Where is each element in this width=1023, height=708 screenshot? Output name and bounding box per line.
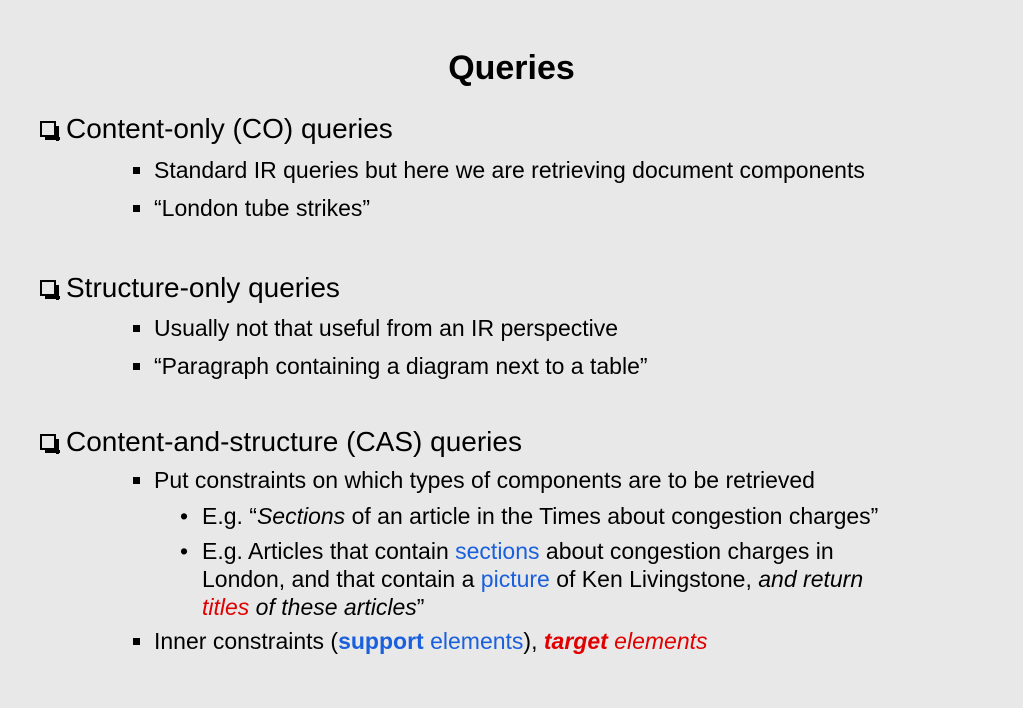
heading-structure-only: Structure-only queries	[40, 271, 340, 305]
square-bullet-icon	[133, 363, 140, 370]
square-bullet-icon	[133, 477, 140, 484]
heading-cas: Content-and-structure (CAS) queries	[40, 425, 522, 459]
sub-bullet-sections-example: •E.g. “Sections of an article in the Tim…	[180, 503, 879, 529]
slide-title: Queries	[448, 49, 575, 87]
bullet-usually-not: Usually not that useful from an IR persp…	[133, 314, 618, 342]
dot-bullet-icon: •	[180, 538, 189, 564]
square-bullet-icon	[133, 205, 140, 212]
heading-content-only: Content-only (CO) queries	[40, 112, 393, 146]
checkbox-bullet-icon	[40, 280, 60, 300]
bullet-paragraph: “Paragraph containing a diagram next to …	[133, 352, 648, 380]
square-bullet-icon	[133, 325, 140, 332]
sub-bullet-articles-line3: titles of these articles”	[202, 594, 425, 620]
sub-bullet-articles-line2: London, and that contain a picture of Ke…	[202, 566, 864, 592]
square-bullet-icon	[133, 638, 140, 645]
bullet-standard-ir: Standard IR queries but here we are retr…	[133, 156, 865, 184]
checkbox-bullet-icon	[40, 121, 60, 141]
checkbox-bullet-icon	[40, 434, 60, 454]
sub-bullet-articles-example: •E.g. Articles that contain sections abo…	[180, 538, 834, 564]
dot-bullet-icon: •	[180, 503, 189, 529]
square-bullet-icon	[133, 167, 140, 174]
bullet-london-tube: “London tube strikes”	[133, 194, 370, 222]
bullet-put-constraints: Put constraints on which types of compon…	[133, 466, 815, 494]
bullet-inner-constraints: Inner constraints (support elements), ta…	[133, 627, 708, 655]
